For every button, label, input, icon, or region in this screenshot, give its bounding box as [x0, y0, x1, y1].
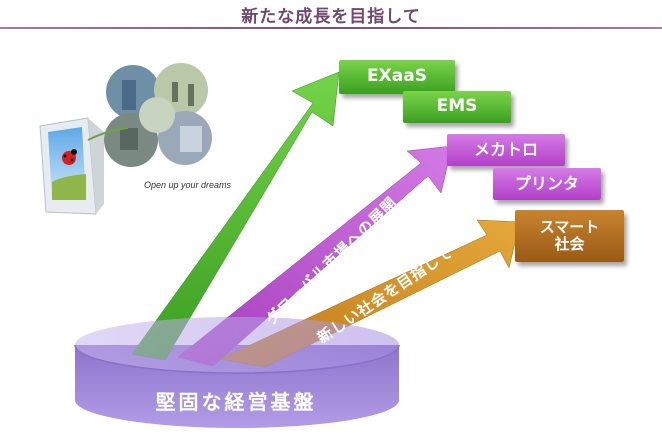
target-mechatro: メカトロ [447, 134, 565, 166]
target-printer: プリンタ [493, 168, 601, 200]
target-exaas: EXaaS [339, 60, 455, 94]
page-title: 新たな成長を目指して [241, 7, 421, 27]
clover-photo-collage [39, 63, 212, 215]
title-divider [0, 27, 662, 29]
target-smart-society: スマート 社会 [515, 210, 624, 262]
foundation-top [75, 317, 399, 373]
target-ems: EMS [403, 91, 511, 123]
tagline-text: Open up your dreams [144, 180, 232, 190]
foundation-label: 堅固な経営基盤 [155, 390, 317, 414]
